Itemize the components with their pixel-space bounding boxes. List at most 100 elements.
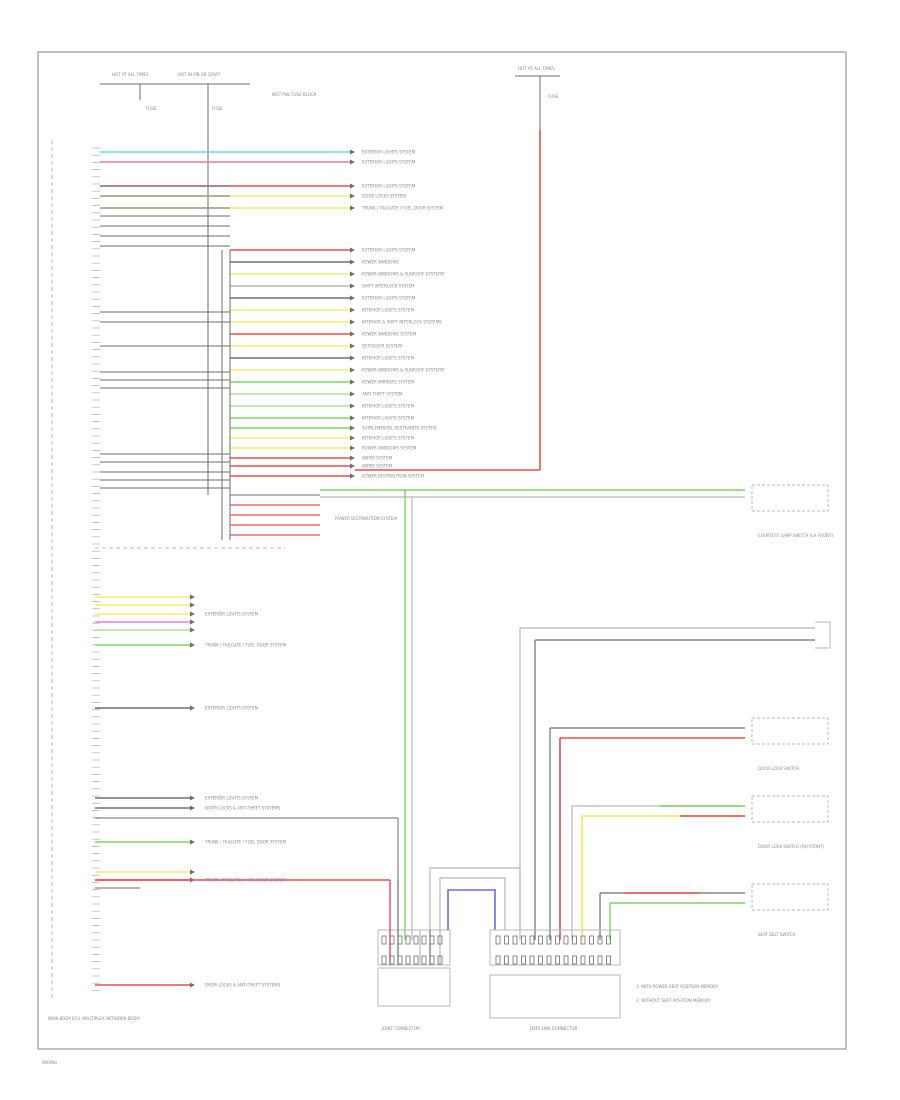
connector-pin	[381, 935, 387, 945]
diagram-frame	[37, 51, 847, 1050]
connector-pin	[538, 955, 543, 965]
upper-destination-label: WIPER SYSTEM	[362, 456, 393, 461]
connector-pin	[546, 955, 552, 965]
arrow-icon	[350, 159, 355, 165]
bottom-pin-group	[381, 935, 611, 965]
upper-destination-label: INTERIOR LIGHTS SYSTEM	[362, 404, 415, 409]
connector-pin	[381, 955, 387, 965]
connector-pin	[572, 935, 577, 945]
upper-destination-label: INTERIOR LIGHTS SYSTEM	[362, 416, 415, 421]
connector-pin	[421, 955, 427, 965]
arrow-icon	[350, 193, 355, 199]
joint-connector: JOINT CONNECTOR	[377, 880, 451, 1031]
fuse-1-name: FUSE	[146, 106, 157, 111]
connector-pin	[580, 935, 586, 945]
arrow-icon	[350, 283, 355, 289]
joint-connector-label: JOINT CONNECTOR	[381, 1026, 420, 1031]
fuse-a-label: HOT AT ALL TIMES	[112, 72, 149, 77]
arrow-icon	[350, 435, 355, 441]
arrow-icon	[190, 594, 195, 600]
lower-destination-label: TRUNK / TAILGATE / FUEL DOOR SYSTEM	[204, 643, 286, 648]
arrow-icon	[190, 982, 195, 988]
connector-pin	[580, 955, 586, 965]
connector-pin	[512, 955, 518, 965]
fuse-2-name: FUSE	[212, 106, 223, 111]
connector-pin	[606, 935, 611, 945]
arrow-icon	[190, 869, 195, 875]
connector-pin	[405, 935, 411, 945]
connector-pin	[495, 935, 501, 945]
upper-destination-label: WIPER SYSTEM	[362, 464, 393, 469]
pin-label-column	[92, 147, 100, 991]
arrow-icon	[190, 619, 195, 625]
connector-pin	[563, 955, 569, 965]
connector-pin	[413, 935, 419, 945]
arrow-icon	[350, 319, 355, 325]
arrow-icon	[350, 271, 355, 277]
upper-destination-label: INTERIOR LIGHTS SYSTEM	[362, 436, 415, 441]
arrow-icon	[350, 183, 355, 189]
lower-destination-label: TRUNK / TAILGATE / FUEL DOOR SYSTEM	[204, 878, 286, 883]
arrow-icon	[190, 795, 195, 801]
upper-destination-label: ANTI-THEFT SYSTEM	[362, 392, 403, 397]
upper-destination-label: INTERIOR & SHIFT INTERLOCK SYSTEMS	[362, 320, 442, 325]
component-label: DOOR LOCK SWITCH (RH FRONT)	[758, 844, 825, 849]
arrow-icon	[350, 455, 355, 461]
arrow-icon	[190, 839, 195, 845]
upper-destination-label: DOOR LOCKS SYSTEM	[362, 194, 406, 199]
arrow-icon	[350, 379, 355, 385]
component-box	[751, 795, 829, 823]
connector-pin	[495, 955, 501, 965]
lower-wire-group	[95, 594, 399, 988]
connector-pin	[555, 935, 560, 945]
connector-pin	[389, 935, 395, 945]
upper-destination-label: EXTERIOR LIGHTS SYSTEM	[362, 184, 416, 189]
upper-destination-label: POWER MIRRORS SYSTEM	[362, 380, 415, 385]
connector-pin	[437, 955, 443, 965]
power-dist-label: POWER DISTRIBUTION SYSTEM	[335, 516, 397, 521]
arrow-icon	[350, 445, 355, 451]
data-link-connector: DATA LINK CONNECTOR	[489, 929, 621, 1031]
connector-pin	[397, 935, 403, 945]
connector-pin	[538, 935, 543, 945]
connector-pin	[405, 955, 411, 965]
connector-pin	[597, 955, 603, 965]
component-box	[751, 484, 829, 512]
connector-pin	[521, 955, 526, 965]
upper-destination-label: POWER WINDOWS	[362, 260, 399, 265]
connector-pin	[589, 955, 594, 965]
connector-pin	[512, 935, 518, 945]
upper-destination-label: POWER WINDOWS & SUNROOF SYSTEMS	[362, 272, 445, 277]
arrow-icon	[350, 307, 355, 313]
arrow-icon	[350, 473, 355, 479]
connector-pin	[397, 955, 403, 965]
lower-destination-label: DOOR LOCKS & ANTI-THEFT SYSTEMS	[205, 983, 281, 988]
lower-destination-label: EXTERIOR LIGHTS SYSTEM	[205, 796, 259, 801]
arrow-icon	[350, 247, 355, 253]
connector-pin	[389, 955, 395, 965]
arrow-icon	[350, 463, 355, 469]
arrow-icon	[190, 805, 195, 811]
arrow-icon	[190, 627, 195, 633]
connector-pin	[572, 955, 577, 965]
connector-pin	[529, 935, 535, 945]
data-link-connector-label: DATA LINK CONNECTOR	[530, 1026, 578, 1031]
arrow-icon	[350, 331, 355, 337]
connector-pin	[413, 955, 419, 965]
upper-destination-label: POWER WINDOWS SYSTEM	[362, 332, 417, 337]
upper-destination-label: POWER WINDOWS SYSTEM	[362, 446, 417, 451]
upper-destination-label: EXTERIOR LIGHTS SYSTEM	[362, 248, 416, 253]
lower-destination-label: TRUNK / TAILGATE / FUEL DOOR SYSTEM	[204, 840, 286, 845]
upper-destination-label: EXTERIOR LIGHTS SYSTEM	[362, 150, 416, 155]
arrow-icon	[350, 367, 355, 373]
connector-pin	[529, 955, 535, 965]
component-box	[751, 717, 829, 745]
upper-destination-label: EXTERIOR LIGHTS SYSTEM	[362, 296, 416, 301]
arrow-icon	[350, 403, 355, 409]
connector-pin	[421, 935, 427, 945]
lower-destination-label: EXTERIOR LIGHTS SYSTEM	[205, 612, 259, 617]
upper-destination-label: TRUNK / TAILGATE / FUEL DOOR SYSTEM	[361, 206, 443, 211]
connector-pin	[504, 955, 509, 965]
connector-pin	[555, 955, 560, 965]
